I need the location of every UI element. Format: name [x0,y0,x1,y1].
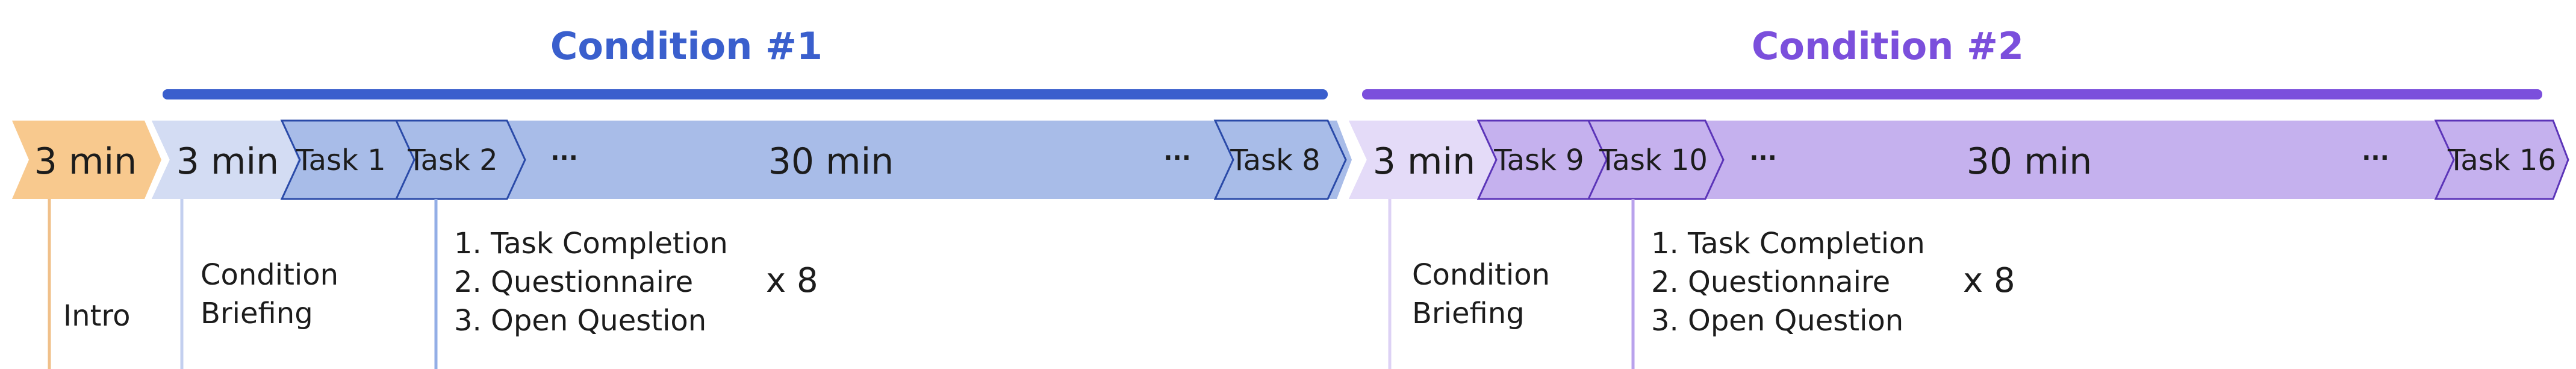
condition-1-repeat: x 8 [766,261,818,300]
condition-1-title: Condition #1 [550,24,823,68]
condition-2-ellipsis-right: ··· [2362,144,2389,172]
condition-2-ellipsis-left: ··· [1749,144,1777,172]
task-8-chevron [1213,119,1347,200]
intro-segment [12,121,161,199]
condition-2-briefing-label-line2: Briefing [1412,297,1525,330]
task-10-chevron [1587,119,1725,200]
condition-2-repeat: x 8 [1963,261,2015,300]
task-2-label: Task 2 [407,144,497,177]
condition-2-step-2: 2. Questionnaire [1651,265,1890,299]
condition-2-block-duration: 30 min [1967,140,2092,183]
task-16-chevron [2434,119,2569,200]
intro-label: Intro [63,299,130,333]
condition-1-ellipsis-right: ··· [1163,144,1191,172]
condition-1-briefing-label-line2: Briefing [201,297,313,330]
condition-1-briefing-duration: 3 min [176,140,279,183]
task-9-label: Task 9 [1493,144,1584,177]
condition-1-bracket [163,89,1328,99]
condition-2-briefing-label-line1: Condition [1412,258,1550,292]
condition-2-step-3: 3. Open Question [1651,304,1903,338]
intro-duration: 3 min [34,140,137,183]
condition-1-step-1: 1. Task Completion [454,227,728,260]
condition-2-title: Condition #2 [1752,24,2024,68]
task-16-label: Task 16 [2447,144,2556,177]
condition-2-briefing-duration: 3 min [1373,140,1475,183]
condition-1-step-3: 3. Open Question [454,304,706,338]
condition-1-step-2: 2. Questionnaire [454,265,693,299]
task-8-label: Task 8 [1230,144,1320,177]
condition-2-step-1: 1. Task Completion [1651,227,1925,260]
task-1-label: Task 1 [295,144,385,177]
task-2-chevron [394,119,526,200]
condition-1-ellipsis-left: ··· [550,144,578,172]
condition-2-bracket [1362,89,2542,99]
condition-1-briefing-segment [152,121,298,199]
condition-2-briefing-segment [1349,121,1496,199]
task-10-label: Task 10 [1599,144,1708,177]
condition-1-block-duration: 30 min [768,140,894,183]
condition-1-briefing-label-line1: Condition [201,258,338,292]
